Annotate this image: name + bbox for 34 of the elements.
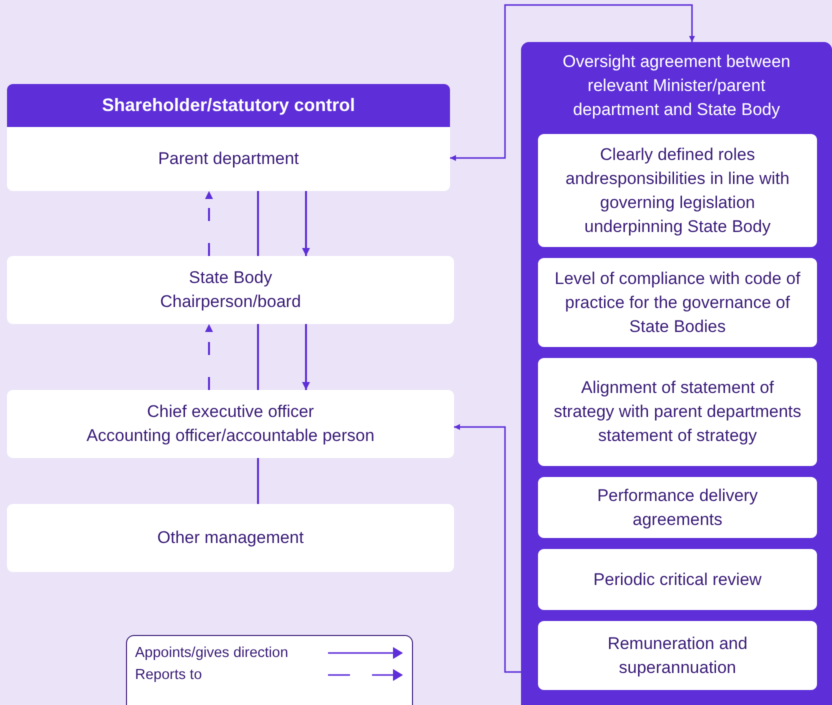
management-box	[7, 504, 454, 572]
agreement-item-box	[538, 621, 817, 690]
connector-line	[257, 324, 259, 390]
agreement-item-box	[538, 134, 817, 247]
arrow	[302, 324, 310, 390]
parent-department-box	[7, 84, 450, 191]
arrow	[454, 424, 521, 673]
connector-line	[257, 458, 259, 504]
legend-label: Reports to	[135, 666, 202, 685]
node-label: Periodic critical review	[593, 568, 762, 590]
node-label: State Body	[188, 267, 272, 289]
connector-line	[257, 191, 259, 256]
agreement-item-box	[538, 549, 817, 610]
legend-label: Appoints/gives direction	[135, 644, 288, 663]
arrow	[450, 4, 695, 161]
panel-heading: Oversight agreement between relevant Minister/parent department and State Body	[562, 51, 792, 121]
node-label: Clearly defined roles andresponsibilities in line with governing legislation underpinning State Body	[564, 144, 790, 238]
node-label: Chief executive officer	[147, 401, 314, 423]
node-label: Alignment of statement of strategy with parent departments statement of strategy	[552, 377, 802, 447]
oversight-agreement-panel	[521, 42, 832, 705]
node-label: Level of compliance with code of practice for the governance of State Bodies	[554, 268, 802, 338]
agreement-item-box	[538, 358, 817, 466]
agreement-item-box	[538, 477, 817, 538]
agreement-item-box	[538, 258, 817, 347]
node-label: Chairperson/board	[160, 291, 301, 313]
node-label: Performance delivery agreements	[596, 484, 759, 530]
node-label: Other management	[157, 527, 304, 549]
node-label: Parent department	[158, 148, 299, 170]
node-label: Accounting officer/accountable person	[86, 425, 374, 447]
arrow	[302, 191, 310, 256]
group-heading: Shareholder/statutory control	[7, 84, 450, 127]
chief-executive-box	[7, 390, 454, 458]
state-body-box	[7, 256, 454, 324]
node-label: Remuneration and superannuation	[606, 632, 748, 678]
